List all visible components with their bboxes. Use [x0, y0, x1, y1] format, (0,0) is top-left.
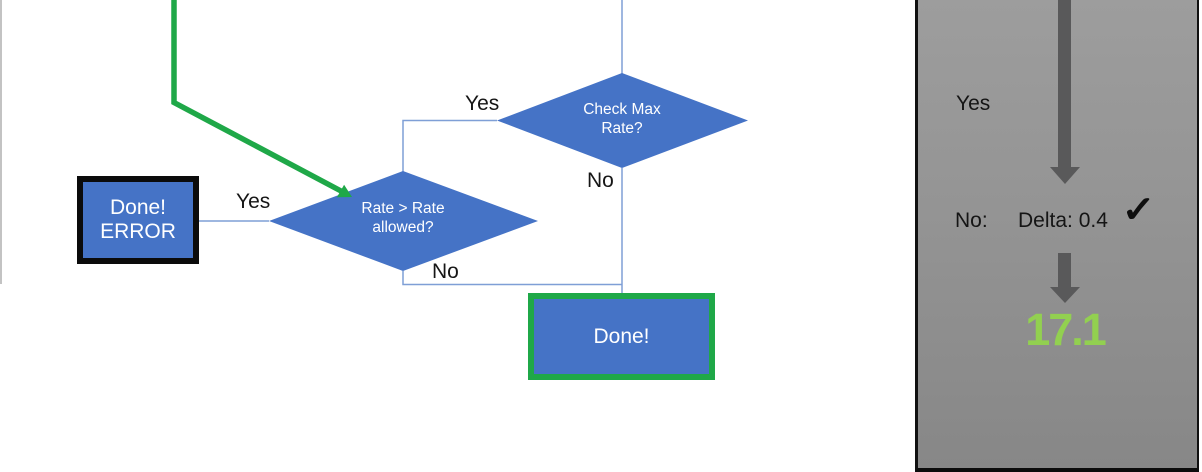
terminal-error-line2: ERROR: [100, 220, 176, 243]
panel-yes-label: Yes: [956, 92, 991, 115]
decision-rate-allowed-label: Rate > Rate allowed?: [361, 200, 445, 236]
down-arrow-icon: [1058, 0, 1071, 168]
side-panel: Yes No: Delta: 0.4 ✓ 17.1: [915, 0, 1199, 472]
down-arrow-head-icon: [1050, 287, 1080, 303]
decision-check-max-rate: [497, 73, 748, 168]
label-check-max-no: No: [587, 169, 614, 192]
result-value: 17.1: [1025, 304, 1107, 355]
green-flow-arrow-icon: [171, 0, 352, 198]
label-check-max-yes: Yes: [465, 92, 500, 115]
flowchart-canvas: [171, 0, 748, 294]
decision-check-max-rate-label: Check Max Rate?: [583, 101, 661, 137]
decision-rate-allowed: [269, 171, 538, 271]
slide-edge-line: [0, 0, 2, 284]
terminal-done-box: Done!: [528, 293, 715, 380]
terminal-error-line1: Done!: [109, 196, 167, 219]
terminal-done-error-box: Done! ERROR: [77, 176, 199, 264]
green-arrow-line: [171, 0, 343, 194]
panel-delta-value: Delta: 0.4: [1018, 209, 1108, 232]
connector-yes-check-max: [402, 119, 497, 172]
terminal-done-label: Done!: [593, 324, 650, 348]
label-rate-allowed-yes: Yes: [236, 190, 271, 213]
checkmark-icon: ✓: [1121, 189, 1156, 230]
down-arrow-icon: [1058, 253, 1071, 288]
green-arrow-head-icon: [336, 184, 352, 198]
panel-no-label: No:: [955, 209, 988, 232]
down-arrow-head-icon: [1050, 167, 1080, 184]
connector-no-rate-allowed: [402, 271, 622, 286]
label-rate-allowed-no: No: [432, 260, 459, 283]
